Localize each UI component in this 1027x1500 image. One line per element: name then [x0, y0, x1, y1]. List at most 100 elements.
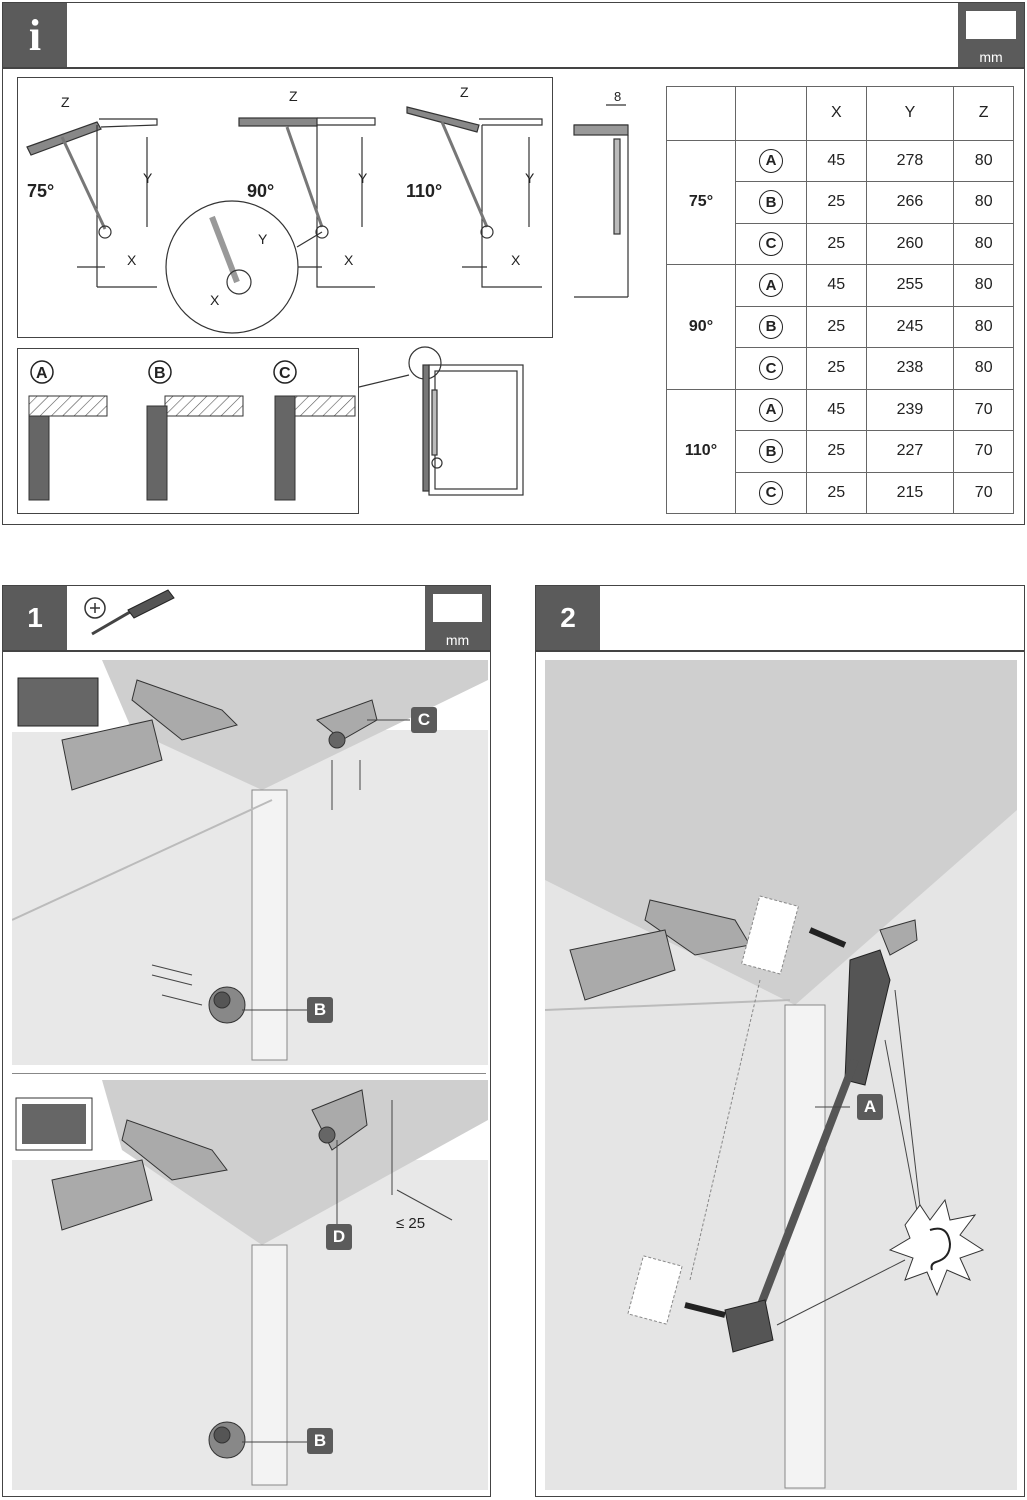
cell-x: 25: [806, 181, 867, 224]
cell-z: 80: [953, 264, 1014, 307]
spec-table-header: X Y Z: [666, 86, 1014, 141]
label-b-top: B: [307, 997, 333, 1023]
dim-x-75: X: [127, 252, 137, 268]
unit-box-inner: [966, 11, 1016, 39]
side-dim-8: 8: [614, 89, 621, 104]
dim-y-110: Y: [525, 170, 535, 186]
cell-z: 80: [953, 222, 1014, 266]
cell-z: 80: [953, 139, 1014, 183]
dim-z-110: Z: [460, 84, 469, 100]
table-row: B 25 266 80: [667, 181, 1014, 224]
step1-divider: [12, 1073, 486, 1074]
variant-cell: A: [735, 139, 807, 183]
cell-z: 70: [953, 430, 1014, 473]
cell-x: 45: [806, 388, 867, 432]
label-d: D: [326, 1224, 352, 1250]
variants-drawing: A B C: [28, 360, 356, 501]
variants-strip: [17, 348, 359, 514]
cell-x: 25: [806, 347, 867, 390]
header-empty-variant: [735, 86, 807, 141]
variant-cell: C: [735, 222, 807, 266]
table-row: C 25 238 80: [667, 347, 1014, 390]
cell-x: 45: [806, 264, 867, 307]
step1-illustration-top: [12, 660, 488, 1065]
dim-y-90: Y: [358, 170, 368, 186]
step1-unit-box-inner: [433, 594, 482, 622]
dim-x-90: X: [344, 252, 354, 268]
variant-cell: C: [735, 347, 807, 390]
step2-badge: 2: [536, 586, 600, 650]
variant-cell: B: [735, 181, 807, 224]
cell-y: 238: [865, 347, 955, 390]
cabinet-section: [359, 346, 524, 496]
cell-y: 278: [865, 139, 955, 183]
info-header-rule: [3, 67, 1024, 69]
variant-cell: A: [735, 264, 807, 307]
screwdriver-icon: [84, 589, 175, 636]
variant-cell: B: [735, 430, 807, 473]
cell-x: 25: [806, 222, 867, 266]
cell-y: 260: [865, 222, 955, 266]
table-row: C 25 215 70: [667, 471, 1014, 514]
info-badge: i: [3, 3, 67, 67]
cell-z: 80: [953, 305, 1014, 349]
step1-unit-label: mm: [445, 632, 470, 648]
table-row: 110° A 45 239 70: [666, 388, 1014, 515]
step1-header-rule: [3, 650, 490, 652]
angle-cell-90: 90°: [666, 264, 736, 390]
unit-box: mm: [958, 3, 1024, 67]
variant-label-a: A: [36, 365, 48, 382]
dim-z-75: Z: [61, 94, 70, 110]
variant-cell: A: [735, 388, 807, 432]
label-b-bottom: B: [307, 1428, 333, 1454]
variant-label-c: C: [279, 365, 291, 382]
dim-y-75: Y: [143, 170, 153, 186]
table-row: B 25 245 80: [667, 305, 1014, 349]
header-z: Z: [953, 86, 1014, 141]
cell-z: 80: [953, 347, 1014, 390]
distance-label: ≤ 25: [396, 1215, 426, 1232]
cell-z: 70: [953, 388, 1014, 432]
cell-x: 25: [806, 471, 867, 514]
table-row: C 25 260 80: [667, 222, 1014, 266]
cell-z: 70: [953, 471, 1014, 514]
step1-badge: 1: [3, 586, 67, 650]
variant-cell: C: [735, 471, 807, 514]
header-empty-angle: [666, 86, 736, 141]
cell-y: 227: [865, 430, 955, 473]
cell-y: 215: [865, 471, 955, 514]
label-a: A: [857, 1094, 883, 1120]
angle-cell-110: 110°: [666, 388, 736, 515]
dim-x-zoom: X: [210, 292, 220, 308]
variant-label-b: B: [154, 365, 166, 382]
cell-x: 25: [806, 430, 867, 473]
angle-label-110: 110°: [406, 181, 442, 201]
unit-label: mm: [979, 49, 1003, 65]
dim-y-zoom: Y: [258, 231, 268, 247]
table-row: 90° A 45 255 80: [666, 264, 1014, 390]
step1-unit-box: mm: [425, 586, 490, 650]
angle-cell-75: 75°: [666, 139, 736, 266]
cell-y: 255: [865, 264, 955, 307]
spec-table: X Y Z 75° A 45 278 80 B 25 266 80 C 25 2…: [666, 86, 1014, 515]
dim-x-110: X: [511, 252, 521, 268]
dim-z-90: Z: [289, 88, 298, 104]
side-elevation: 8: [573, 89, 629, 298]
step1-illustration-bottom: [12, 1080, 488, 1490]
angle-diagrams-drawing: 75° 90° 110° Z Z Z Y Y Y Y X X X X: [26, 84, 543, 334]
cell-x: 25: [806, 305, 867, 349]
header-x: X: [806, 86, 867, 141]
cell-z: 80: [953, 181, 1014, 224]
header-y: Y: [865, 86, 955, 141]
table-row: B 25 227 70: [667, 430, 1014, 473]
variant-cell: B: [735, 305, 807, 349]
cell-y: 245: [865, 305, 955, 349]
cell-y: 266: [865, 181, 955, 224]
label-c: C: [411, 707, 437, 733]
cell-x: 45: [806, 139, 867, 183]
step2-illustration: [545, 660, 1017, 1490]
angle-label-75: 75°: [27, 181, 54, 201]
step2-header-rule: [536, 650, 1024, 652]
angle-label-90: 90°: [247, 181, 274, 201]
cell-y: 239: [865, 388, 955, 432]
